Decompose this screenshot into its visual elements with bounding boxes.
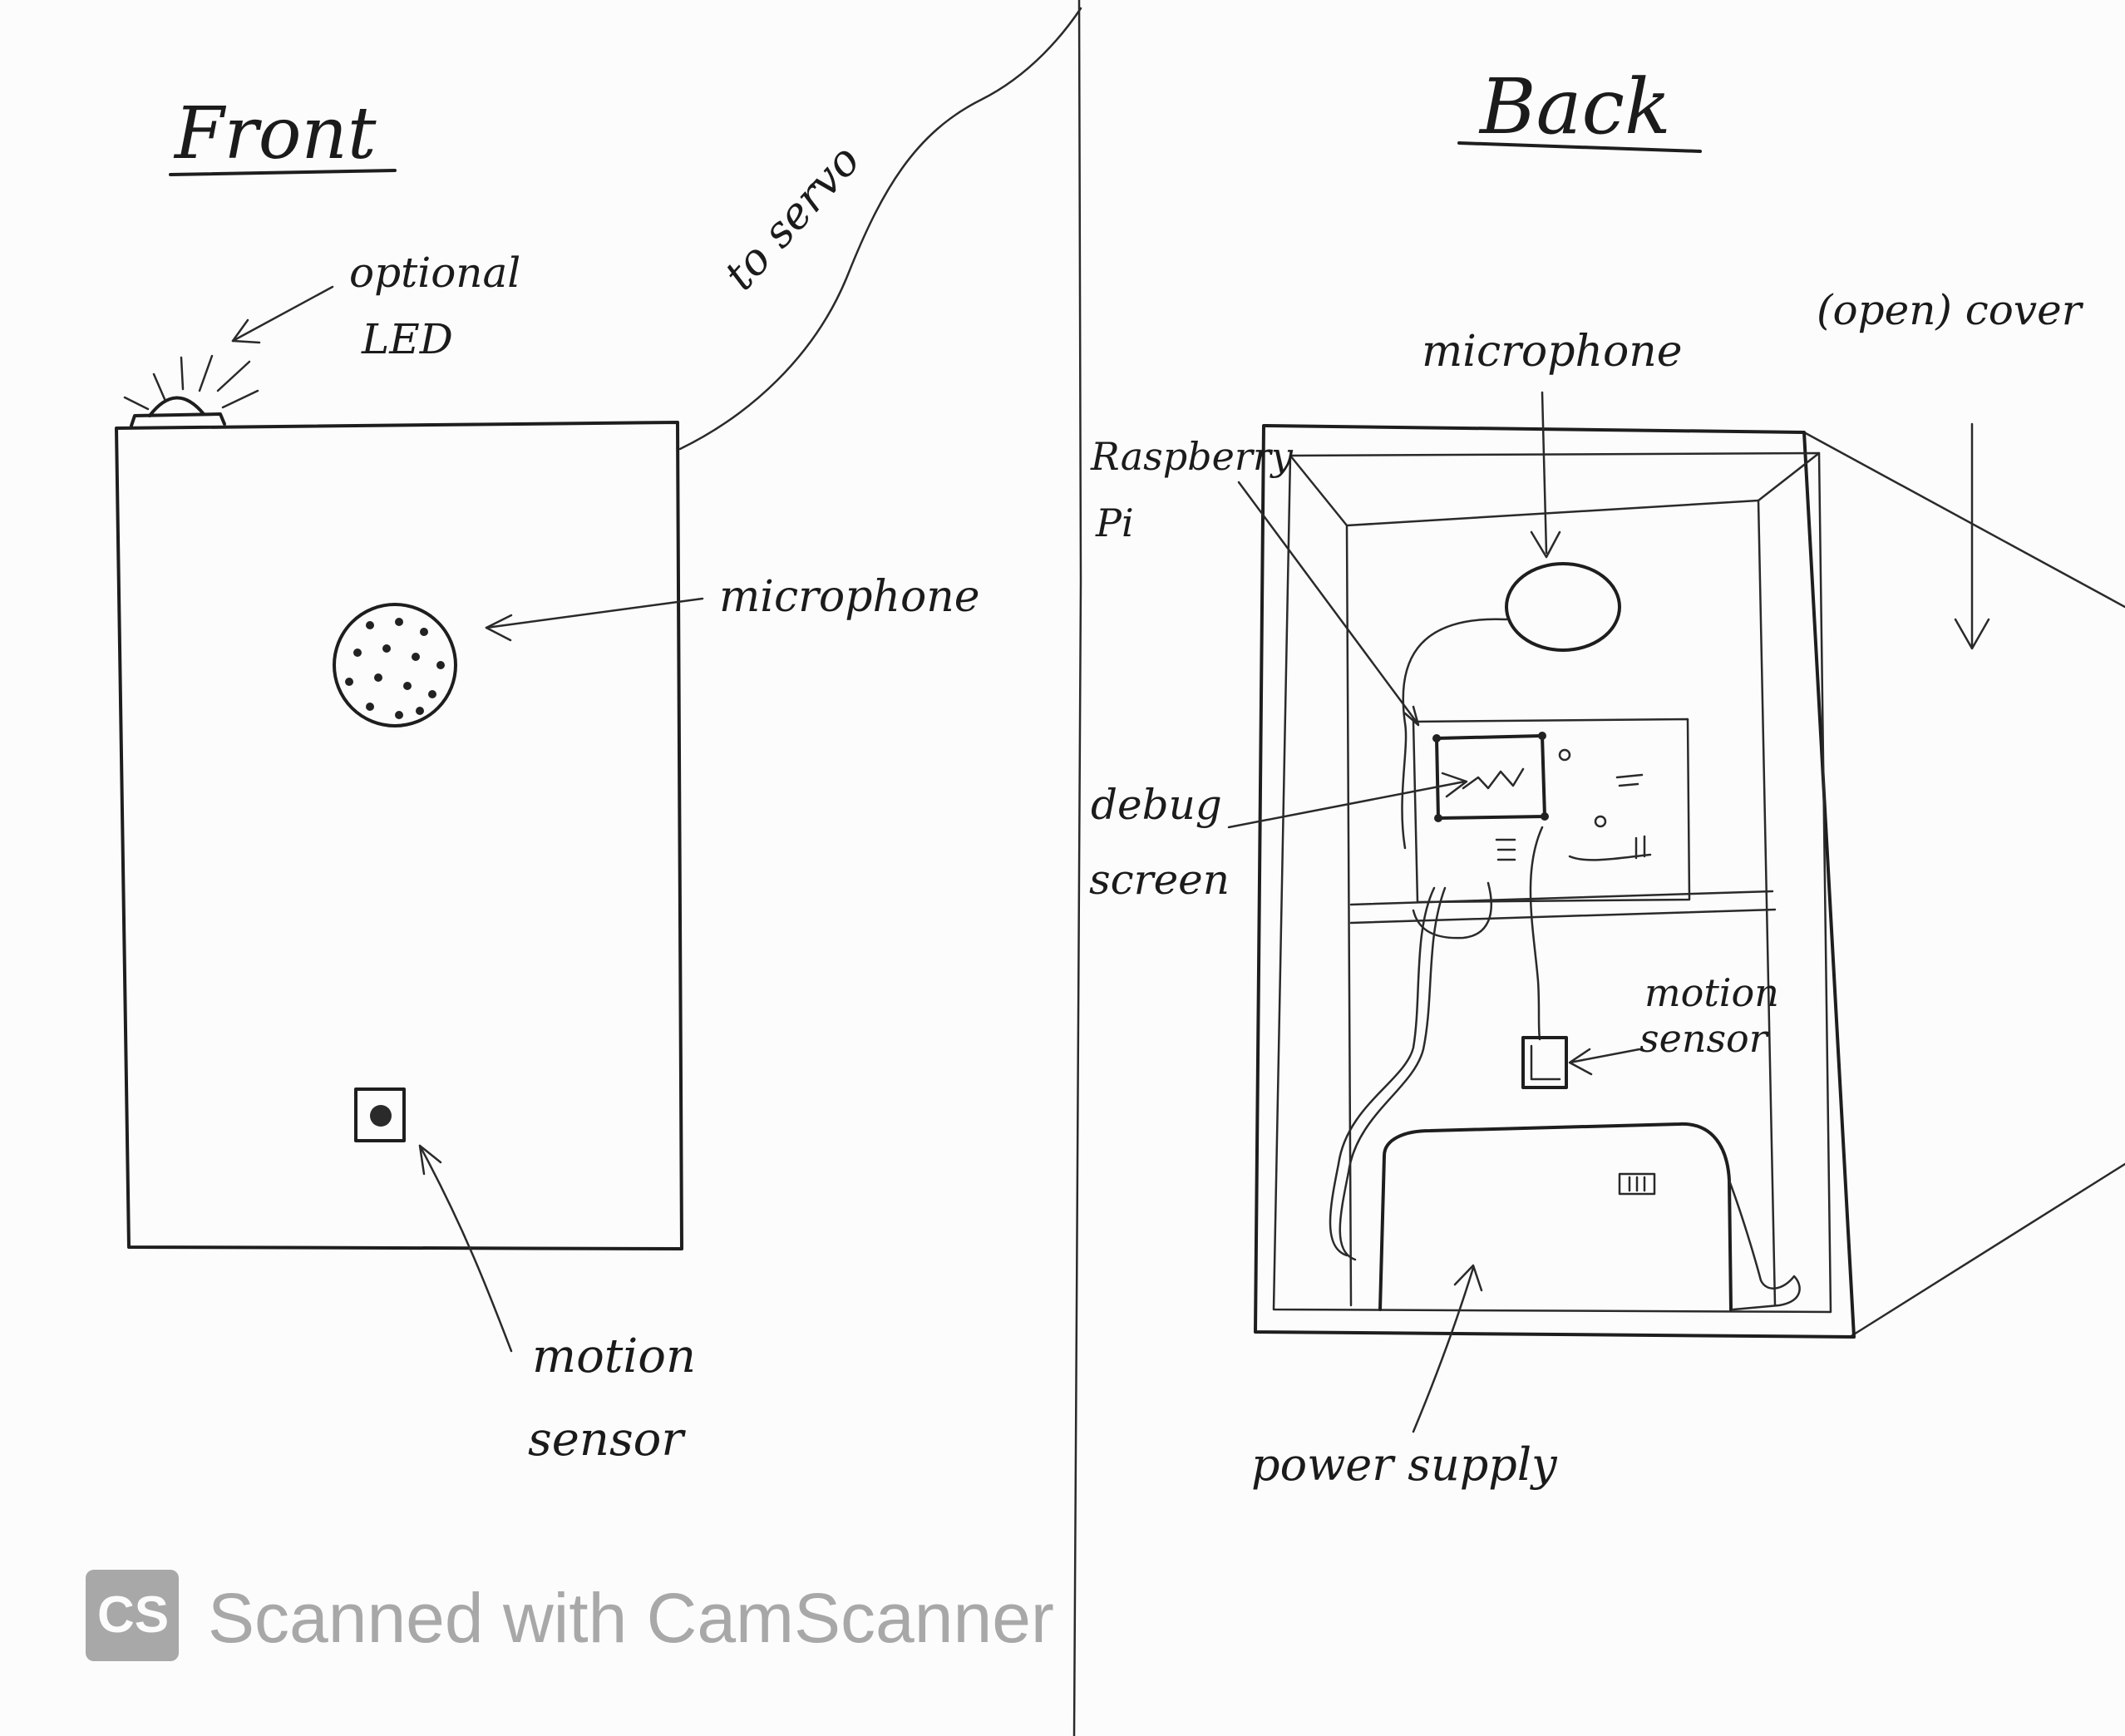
front-motion-label-line2: sensor [528,1413,686,1467]
debug-screen-label-line2: screen [1089,856,1230,904]
back-view: Back (open) cover microphone [1089,62,2125,1491]
led-label-line1: optional [349,249,520,297]
microphone-icon [333,603,457,727]
front-microphone-label: microphone [719,572,980,622]
front-title-underline [169,169,397,176]
servo-wire [678,7,1082,451]
page-divider [1072,0,1082,1736]
debug-screen-arrow [1227,772,1468,829]
shelf [1349,890,1777,925]
led-arrow [231,285,334,343]
enclosure-inner [1272,451,1832,1314]
enclosure-outer [1254,424,1856,1339]
raspberry-pi-label-line1: Raspberry [1090,434,1294,479]
debug-screen-label-line1: debug [1091,781,1222,829]
screen-cable [1412,881,1492,940]
front-view: Front optional LED to servo [115,7,1082,1467]
back-motion-label-line1: motion [1644,970,1779,1015]
back-motion-sensor-icon [1521,1036,1568,1089]
back-title-underline [1457,141,1702,153]
led-arrowhead [231,318,261,344]
raspberry-pi-arrow [1237,481,1420,727]
back-microphone-arrow [1530,391,1561,559]
camscanner-text: Scanned with CamScanner [208,1579,1054,1657]
open-cover [1802,431,2125,1339]
camscanner-watermark: CS Scanned with CamScanner [86,1570,1054,1661]
front-microphone-arrowhead [485,614,513,642]
back-motion-arrow [1568,1048,1641,1076]
power-cable-2 [1339,886,1447,1261]
microphone-cable [1401,618,1508,850]
power-supply-box [1378,1122,1801,1311]
debug-screen [1432,732,1549,822]
back-microphone-label: microphone [1422,327,1683,377]
sensor-cable [1529,826,1544,1041]
motion-sensor-icon [354,1087,406,1142]
raspberry-pi-label-line2: Pi [1095,501,1134,545]
led-label-line2: LED [361,315,453,363]
front-motion-label-line1: motion [532,1329,696,1383]
front-microphone-arrow [485,597,704,629]
raspberry-pi-board [1412,718,1691,904]
led-icon [123,354,259,427]
back-microphone-icon [1505,562,1621,652]
front-motion-arrowhead [418,1144,442,1176]
back-motion-label-line2: sensor [1639,1016,1770,1061]
power-supply-arrow [1412,1264,1483,1433]
enclosure-corners [1289,451,1821,527]
front-motion-arrow [418,1144,513,1353]
power-cable [1329,886,1436,1257]
cover-arrow [1954,422,1990,650]
front-title: Front [173,92,377,175]
camscanner-badge-text: CS [97,1586,169,1644]
cover-label: (open) cover [1817,286,2084,334]
camscanner-logo [86,1570,179,1661]
back-title: Back [1478,62,1671,151]
power-supply-label: power supply [1251,1438,1558,1491]
front-device-body [115,421,683,1250]
